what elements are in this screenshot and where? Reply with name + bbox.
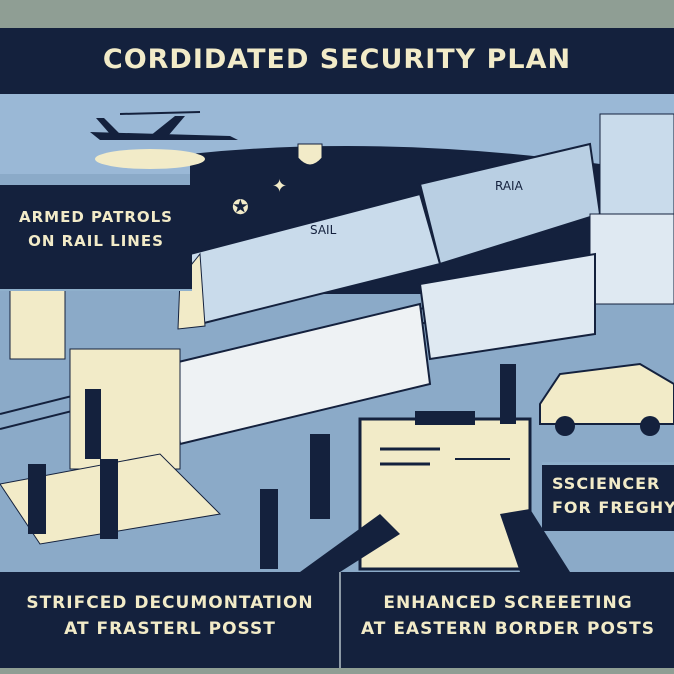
title-band [0, 28, 674, 94]
caption-right-line1: ENHANCED SCREEETING [383, 593, 633, 613]
caption-left: STRIFCED DECUMONTATION AT FRASTERL POSST [0, 590, 340, 642]
train-label-front: SAIL [310, 223, 337, 237]
freight-panel [542, 462, 674, 531]
freight-line1: SSCIENCER [552, 474, 661, 493]
airplane-icon [90, 111, 238, 140]
container-stack [599, 113, 674, 215]
train-label-rear: RAIA [495, 179, 524, 193]
locomotive-front: SAIL [177, 192, 442, 330]
page-title: CORDIDATED SECURITY PLAN [102, 44, 572, 75]
star-icon: ✦ [272, 176, 287, 197]
patrols-label: ARMED PATROLS ON RAIL LINES [0, 205, 192, 253]
caption-band [0, 572, 674, 668]
shield-emblem-icon [297, 143, 323, 166]
caption-right: ENHANCED SCREEETING AT EASTERN BORDER PO… [342, 590, 674, 642]
patrols-panel [0, 185, 192, 291]
security-officers [28, 364, 516, 569]
freight-car [418, 252, 596, 361]
freight-line2: FOR FREGHY [552, 498, 674, 517]
caption-right-line2: AT EASTERN BORDER POSTS [360, 619, 656, 639]
cloud [95, 149, 205, 169]
caption-left-line2: AT FRASTERL POSST [64, 619, 276, 639]
caption-divider [339, 572, 341, 668]
patrols-line1: ARMED PATROLS [19, 208, 173, 226]
clipboard [358, 411, 532, 571]
caption-left-line1: STRIFCED DECUMONTATION [26, 593, 314, 613]
freight-car-right [589, 213, 674, 305]
patrols-line2: ON RAIL LINES [28, 232, 164, 250]
eagle-seal-icon: ✪ [232, 195, 249, 219]
hands [300, 509, 570, 572]
freight-label: SSCIENCER FOR FREGHY [552, 472, 674, 520]
police-car [539, 362, 674, 436]
